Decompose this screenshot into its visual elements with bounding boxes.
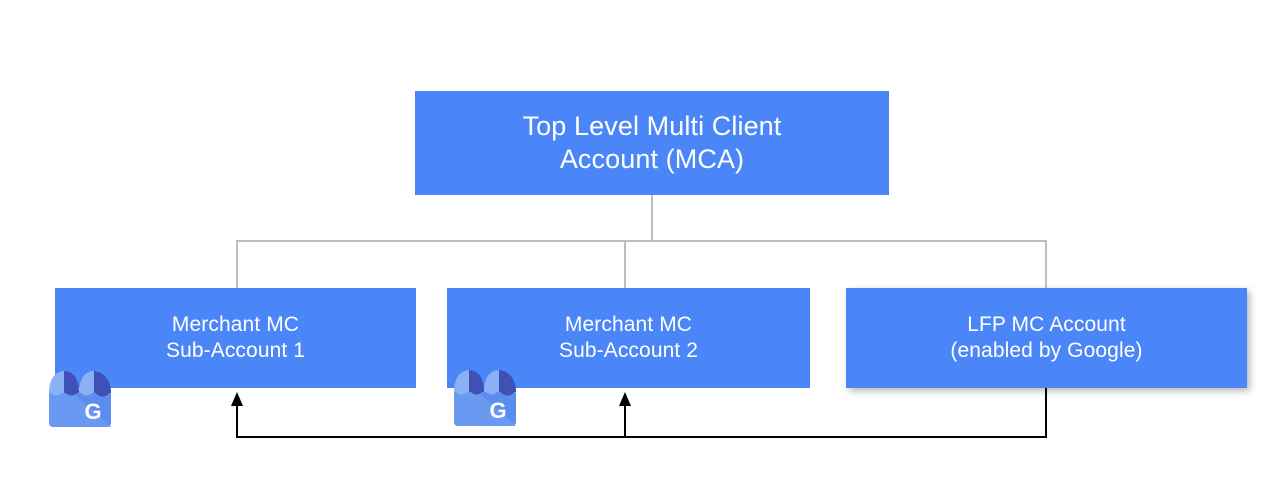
node-merchant-mc-sub-account-1-label: Merchant MC Sub-Account 1 [165, 313, 306, 362]
feedback-edge-to-sub1 [236, 404, 238, 437]
node-merchant-mc-sub-account-2-label: Merchant MC Sub-Account 2 [558, 313, 699, 362]
node-merchant-mc-sub-account-1[interactable]: Merchant MC Sub-Account 1 [55, 288, 416, 388]
edge-top-trunk [651, 195, 653, 242]
edge-drop-sub2 [624, 240, 626, 289]
edge-drop-sub3 [1045, 240, 1047, 289]
svg-text:G: G [84, 399, 101, 424]
edge-drop-sub1 [236, 240, 238, 289]
node-lfp-mc-account-label: LFP MC Account (enabled by Google) [950, 313, 1143, 362]
node-top-level-mca[interactable]: Top Level Multi Client Account (MCA) [415, 91, 889, 195]
feedback-edge-from-lfp [1045, 388, 1047, 438]
node-top-level-mca-label: Top Level Multi Client Account (MCA) [522, 111, 782, 174]
svg-text:G: G [489, 398, 506, 423]
feedback-edge-to-sub2 [624, 404, 626, 437]
arrowhead-to-sub1-icon [231, 392, 243, 406]
google-business-profile-storefront-icon: G [42, 367, 118, 431]
edge-horizontal-bus [236, 240, 1047, 242]
node-merchant-mc-sub-account-2[interactable]: Merchant MC Sub-Account 2 [447, 288, 810, 388]
feedback-edge-horizontal [236, 436, 1047, 438]
google-business-profile-storefront-icon: G [447, 366, 523, 430]
node-lfp-mc-account[interactable]: LFP MC Account (enabled by Google) [846, 288, 1247, 388]
arrowhead-to-sub2-icon [619, 392, 631, 406]
